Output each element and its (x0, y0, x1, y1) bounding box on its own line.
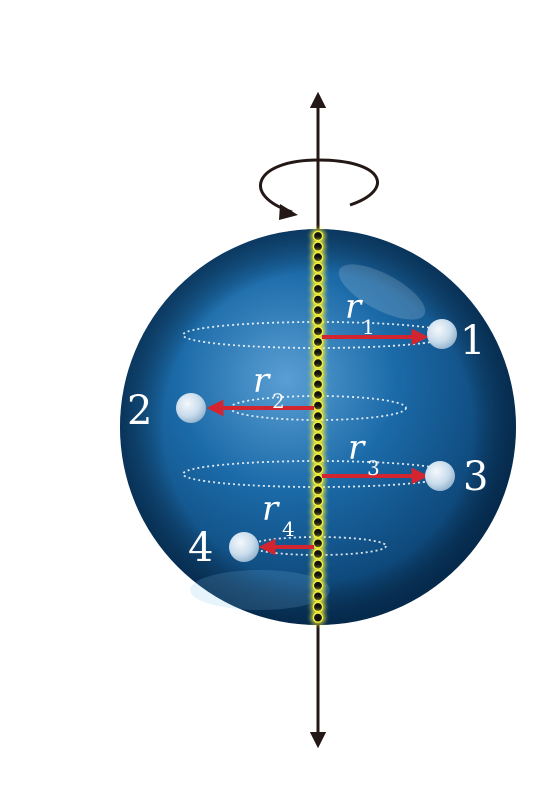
radius-label-2: r 2 (253, 361, 285, 413)
radius-label-3: r 3 (348, 428, 380, 480)
particle-label-3: 3 (463, 454, 488, 500)
particle-label-2: 2 (127, 388, 152, 434)
radius-arrows (206, 328, 429, 556)
particles (176, 319, 457, 562)
radius-labels: r 1 r 2 r 3 r 4 (253, 287, 380, 541)
radius-label-1: r 1 (345, 287, 375, 339)
radius-label-1-subscript: 1 (362, 315, 375, 339)
radius-label-2-subscript: 2 (272, 389, 285, 413)
particle-label-1: 1 (460, 318, 485, 364)
radius-label-4-subscript: 4 (282, 517, 295, 541)
particle-labels: 1 2 3 4 (127, 318, 488, 571)
particle-1-ball (427, 319, 457, 349)
axis-bead (312, 612, 324, 623)
radius-label-4: r 4 (262, 489, 295, 541)
radius-label-2-symbol: r (253, 361, 271, 401)
radius-label-4-symbol: r (262, 489, 280, 529)
axis-bead-column (310, 228, 326, 626)
particle-label-4: 4 (188, 525, 213, 571)
radius-label-3-symbol: r (348, 428, 366, 468)
particle-4-ball (229, 532, 259, 562)
radius-label-1-symbol: r (345, 287, 363, 327)
radius-label-3-subscript: 3 (367, 456, 380, 480)
particle-3-ball (425, 461, 455, 491)
orbit-ring-4 (249, 536, 387, 556)
particle-2-ball (176, 393, 206, 423)
